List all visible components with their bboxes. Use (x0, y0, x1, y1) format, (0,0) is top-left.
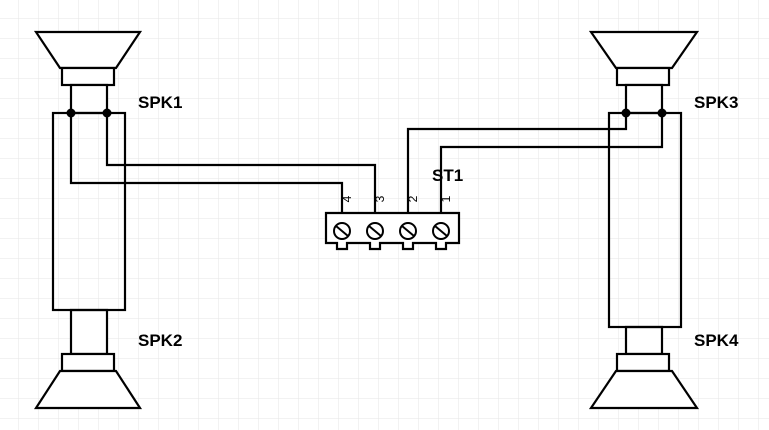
wire-spk1-to-pin4 (69, 113, 344, 213)
speaker-cone-icon (33, 30, 143, 70)
speaker-cone-icon (588, 30, 700, 70)
label-spk1: SPK1 (138, 93, 182, 112)
speaker-spk4[interactable] (588, 325, 700, 410)
screw-icon[interactable] (399, 222, 417, 240)
junction-dot (657, 108, 667, 118)
screw-icon[interactable] (366, 222, 384, 240)
junction-dot (102, 108, 112, 118)
terminal-block-body (324, 211, 461, 251)
screw-icon[interactable] (432, 222, 450, 240)
speaker-neck (69, 83, 109, 115)
speaker-spk2[interactable] (33, 308, 143, 410)
terminal-block-st1[interactable] (324, 211, 461, 251)
junction-dot (66, 108, 76, 118)
speaker-cone-icon (33, 369, 143, 410)
pin-label-2: 2 (406, 195, 420, 202)
speaker-cone-icon (588, 369, 700, 410)
speaker-neck (69, 308, 109, 356)
speaker-spk1[interactable] (33, 30, 143, 115)
label-spk2: SPK2 (138, 331, 182, 350)
speaker-magnet (60, 352, 116, 373)
wire-spk3-to-pin2 (406, 113, 628, 213)
wire-spk3-to-pin1 (439, 113, 664, 213)
label-st1: ST1 (432, 166, 463, 185)
left-series-loop (51, 111, 127, 312)
junction-dot (621, 108, 631, 118)
right-series-loop (607, 111, 683, 329)
speaker-magnet (615, 352, 671, 373)
wire-spk1-to-pin3 (105, 113, 377, 213)
pin-label-1: 1 (439, 195, 453, 202)
screw-icon[interactable] (333, 222, 351, 240)
pin-label-4: 4 (340, 195, 354, 202)
speaker-magnet (60, 66, 116, 87)
pin-label-3: 3 (373, 195, 387, 202)
label-spk3: SPK3 (694, 93, 738, 112)
speaker-neck (624, 325, 664, 356)
speaker-neck (624, 83, 664, 115)
label-spk4: SPK4 (694, 331, 739, 350)
speaker-spk3[interactable] (588, 30, 700, 115)
speaker-magnet (615, 66, 671, 87)
